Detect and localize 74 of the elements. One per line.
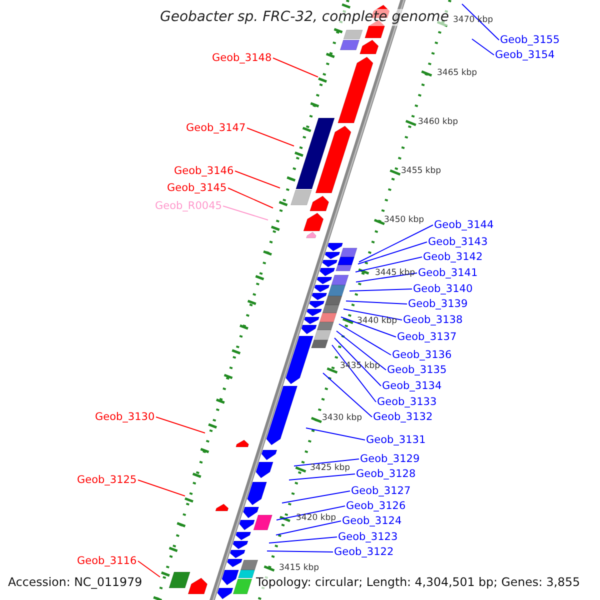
scale-label: 3425 kbp bbox=[310, 462, 350, 474]
gene-label: Geob_3143 bbox=[428, 236, 488, 248]
gene-label: Geob_3135 bbox=[387, 364, 447, 376]
leader-line bbox=[246, 128, 294, 146]
scale-label: 3460 kbp bbox=[418, 116, 458, 128]
leader-line bbox=[346, 300, 408, 304]
leader-line bbox=[282, 490, 350, 504]
scale-label: 3470 kbp bbox=[453, 14, 494, 26]
leader-line bbox=[268, 536, 338, 544]
info-text: Accession: NC_011979 bbox=[8, 574, 142, 590]
gene-label: Geob_3148 bbox=[212, 52, 272, 64]
leader-line bbox=[234, 170, 280, 188]
leader-line bbox=[222, 206, 268, 220]
leader-line bbox=[322, 372, 372, 418]
gene-label: Geob_3129 bbox=[360, 452, 420, 466]
gene-label: Geob_3145 bbox=[167, 182, 227, 194]
leader-line bbox=[462, 4, 500, 40]
gene-label: Geob_3133 bbox=[377, 396, 437, 408]
leader-line bbox=[306, 428, 366, 440]
gene-label: Geob_3146 bbox=[174, 164, 234, 178]
leader-line bbox=[358, 242, 428, 264]
gene-label: Geob_3142 bbox=[423, 250, 483, 264]
leader-line bbox=[472, 38, 494, 56]
gene-label: Geob_3116 bbox=[77, 554, 137, 568]
leader-line bbox=[138, 480, 186, 496]
leader-line bbox=[288, 474, 356, 480]
leader-line bbox=[338, 324, 392, 356]
leader-line bbox=[355, 256, 422, 272]
leader-line bbox=[272, 58, 318, 78]
gene-label: Geob_3125 bbox=[77, 474, 137, 486]
gene-label: Geob_3122 bbox=[334, 546, 394, 558]
leader-line bbox=[276, 520, 342, 536]
gene-label: Geob_3132 bbox=[373, 410, 433, 424]
scale-label: 3455 kbp bbox=[401, 166, 442, 176]
gene-label: Geob_3144 bbox=[434, 218, 494, 232]
leader-line bbox=[358, 224, 434, 262]
gene-label: Geob_3123 bbox=[338, 530, 398, 544]
gene-label: Geob_3127 bbox=[351, 484, 411, 498]
gene-label: Geob_3147 bbox=[186, 122, 246, 134]
gene-label: Geob_3141 bbox=[418, 266, 478, 280]
leader-line bbox=[332, 344, 376, 402]
gene-label: Geob_3136 bbox=[392, 348, 452, 362]
gene-label: Geob_3131 bbox=[366, 434, 426, 446]
leader-line bbox=[294, 458, 360, 466]
gene-label: Geob_R0045 bbox=[155, 200, 222, 212]
gene-label: Geob_3154 bbox=[495, 48, 555, 62]
leader-line bbox=[336, 330, 386, 370]
map-title: Geobacter sp. FRC-32, complete genome bbox=[160, 9, 449, 26]
gene-label: Geob_3155 bbox=[500, 34, 560, 46]
leader-line bbox=[349, 288, 412, 292]
gene-label: Geob_3140 bbox=[413, 282, 473, 296]
info-text: Topology: circular; Length: 4,304,501 bp; Genes: 3,855 bbox=[256, 574, 580, 590]
scale-label: 3440 kbp bbox=[357, 316, 398, 326]
gene-label: Geob_3137 bbox=[397, 330, 457, 344]
scale-label: 3450 kbp bbox=[384, 214, 424, 226]
gene-label: Geob_3134 bbox=[382, 380, 442, 392]
gene-label: Geob_3130 bbox=[95, 410, 155, 424]
leader-line bbox=[343, 308, 402, 320]
gene-label: Geob_3124 bbox=[342, 514, 402, 528]
gene-label: Geob_3128 bbox=[356, 468, 416, 480]
scale-label: 3415 kbp bbox=[279, 562, 320, 574]
gene-label: Geob_3126 bbox=[346, 500, 406, 512]
leader-line bbox=[228, 188, 274, 208]
scale-label: 3430 kbp bbox=[322, 412, 362, 424]
leader-line bbox=[276, 506, 346, 520]
scale-label: 3420 kbp bbox=[296, 512, 336, 524]
scale-label: 3465 kbp bbox=[437, 68, 478, 78]
gene-label: Geob_3138 bbox=[403, 314, 463, 326]
leader-line bbox=[138, 560, 160, 578]
leader-line bbox=[156, 416, 206, 434]
leader-line bbox=[266, 550, 334, 552]
leader-line bbox=[340, 316, 396, 338]
leader-line bbox=[334, 338, 382, 386]
gene-label: Geob_3139 bbox=[408, 298, 468, 310]
